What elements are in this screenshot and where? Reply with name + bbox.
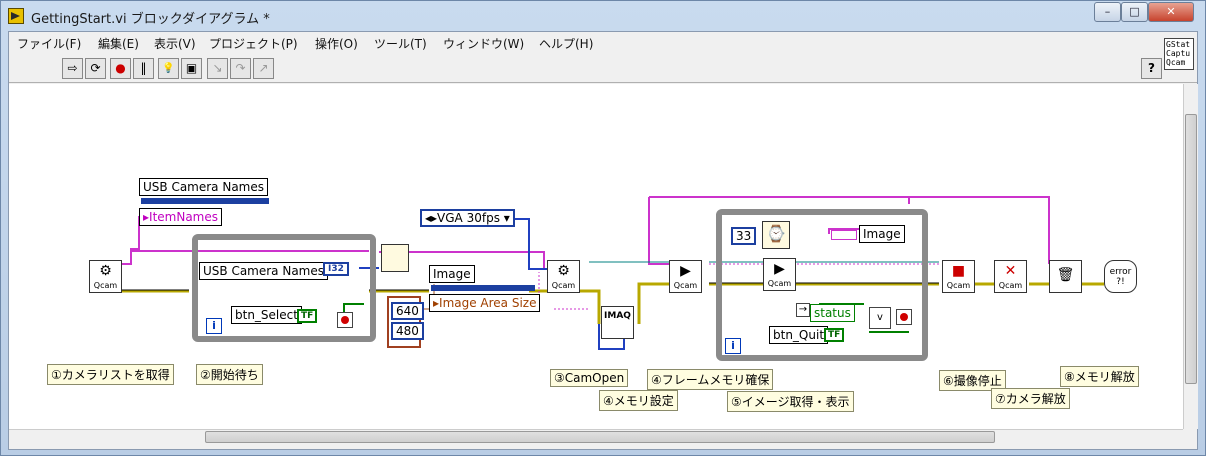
- btn-quit-terminal[interactable]: TF: [824, 328, 845, 342]
- minimize-button[interactable]: –: [1094, 2, 1121, 22]
- image-label-top[interactable]: Image: [429, 265, 475, 283]
- usb-camera-names-label[interactable]: USB Camera Names: [139, 178, 269, 196]
- abort-icon[interactable]: ●: [110, 58, 131, 79]
- window-title: GettingStart.vi ブロックダイアグラム *: [31, 12, 270, 27]
- while-loop-2[interactable]: [716, 209, 928, 361]
- btn-quit-label[interactable]: btn_Quit: [769, 326, 829, 344]
- cam-open-label: Qcam: [551, 281, 576, 290]
- step-out-icon[interactable]: ↗: [253, 58, 274, 79]
- step-into-icon[interactable]: ↘: [207, 58, 228, 79]
- run-arrow-icon[interactable]: ⇨: [62, 58, 83, 79]
- vertical-scroll-thumb[interactable]: [1185, 114, 1197, 384]
- wait-ms-constant[interactable]: 33: [731, 227, 757, 245]
- labview-app-icon[interactable]: [8, 8, 24, 24]
- stop-capture-label: Qcam: [946, 281, 971, 290]
- menu-bar: ファイル(F) 編集(E) 表示(V) プロジェクト(P) 操作(O) ツール(…: [9, 32, 1197, 53]
- qcam-list-subvi[interactable]: ⚙Qcam: [89, 260, 122, 293]
- loop-iteration-terminal-1[interactable]: i: [206, 318, 222, 334]
- frame-memory-label: Qcam: [673, 281, 698, 290]
- comment-release-memory[interactable]: ⑧メモリ解放: [1060, 366, 1139, 387]
- usb-camera-names-loop-label[interactable]: USB Camera Names: [199, 262, 329, 280]
- image-display-label[interactable]: Image: [859, 225, 905, 243]
- image-area-size-property[interactable]: ▸Image Area Size: [429, 294, 541, 312]
- title-bar[interactable]: GettingStart.vi ブロックダイアグラム * – □ ✕: [1, 1, 1205, 31]
- block-diagram-canvas[interactable]: i USB Camera Names ▸ItemNames USB Camera…: [9, 84, 1183, 429]
- stop-condition-1-icon[interactable]: [337, 312, 353, 328]
- comment-wait-start[interactable]: ②開始待ち: [196, 364, 263, 385]
- qcam-list-label: Qcam: [93, 281, 118, 290]
- horizontal-scroll-thumb[interactable]: [205, 431, 995, 443]
- client-area: ファイル(F) 編集(E) 表示(V) プロジェクト(P) 操作(O) ツール(…: [8, 31, 1198, 450]
- vga-mode-enum[interactable]: ◂▸VGA 30fps ▾: [420, 209, 515, 227]
- btn-select-label[interactable]: btn_Select: [231, 306, 302, 324]
- menu-tools[interactable]: ツール(T): [374, 37, 427, 51]
- i32-terminal[interactable]: I32: [323, 262, 349, 276]
- menu-help[interactable]: ヘルプ(H): [539, 37, 594, 51]
- usb-camera-names-bar: [141, 198, 269, 204]
- frame-memory-subvi[interactable]: ▶Qcam: [669, 260, 702, 293]
- menu-window[interactable]: ウィンドウ(W): [443, 37, 525, 51]
- context-help-button[interactable]: ?: [1141, 58, 1162, 79]
- comment-get-camera-list[interactable]: ①カメラリストを取得: [47, 364, 174, 385]
- comment-release-camera[interactable]: ⑦カメラ解放: [991, 388, 1070, 409]
- image-bar: [431, 285, 535, 291]
- while-loop-1[interactable]: [192, 234, 376, 342]
- pause-icon[interactable]: ‖: [133, 58, 154, 79]
- menu-project[interactable]: プロジェクト(P): [209, 37, 298, 51]
- toolbar: ⇨ ⟳ ● ‖ 💡 ▣ ↘ ↷ ↗ ?: [9, 53, 1197, 83]
- menu-operate[interactable]: 操作(O): [315, 37, 358, 51]
- comment-stop-capture[interactable]: ⑥撮像停止: [939, 370, 1006, 391]
- run-continuously-icon[interactable]: ⟳: [85, 58, 106, 79]
- height-constant[interactable]: 480: [391, 322, 424, 340]
- comment-frame-memory[interactable]: ④フレームメモリ確保: [647, 369, 774, 390]
- get-image-label: Qcam: [767, 279, 792, 288]
- error-handler-icon[interactable]: error ?!: [1104, 260, 1137, 293]
- release-camera-subvi[interactable]: ✕Qcam: [994, 260, 1027, 293]
- btn-select-terminal[interactable]: TF: [297, 309, 318, 323]
- menu-edit[interactable]: 編集(E): [98, 37, 139, 51]
- build-array-icon[interactable]: [381, 244, 409, 272]
- cam-open-subvi[interactable]: ⚙Qcam: [547, 260, 580, 293]
- horizontal-scrollbar[interactable]: [9, 429, 1183, 444]
- vi-connector-icon[interactable]: GStat Captu Qcam: [1164, 38, 1194, 70]
- image-display-terminal[interactable]: [831, 230, 857, 240]
- or-function-icon[interactable]: v: [869, 307, 891, 329]
- item-names-property[interactable]: ▸ItemNames: [139, 208, 222, 226]
- dispose-image-icon[interactable]: 🗑: [1049, 260, 1082, 293]
- retain-wire-values-icon[interactable]: ▣: [181, 58, 202, 79]
- vertical-scrollbar[interactable]: [1183, 84, 1198, 429]
- wires: [119, 196, 1104, 350]
- unbundle-icon[interactable]: →: [796, 303, 810, 317]
- maximize-button[interactable]: □: [1121, 2, 1148, 22]
- release-camera-label: Qcam: [998, 281, 1023, 290]
- menu-file[interactable]: ファイル(F): [17, 37, 82, 51]
- get-image-subvi[interactable]: ▶Qcam: [763, 258, 796, 291]
- vi-icon-text: GStat Captu Qcam: [1166, 40, 1191, 67]
- stop-condition-2-icon[interactable]: [896, 309, 912, 325]
- imaq-create-subvi[interactable]: IMAQ: [601, 306, 634, 339]
- menu-view[interactable]: 表示(V): [154, 37, 196, 51]
- close-button[interactable]: ✕: [1148, 2, 1194, 22]
- comment-cam-open[interactable]: ③CamOpen: [550, 369, 629, 387]
- comment-memory-setting[interactable]: ④メモリ設定: [599, 390, 678, 411]
- step-over-icon[interactable]: ↷: [230, 58, 251, 79]
- loop-iteration-terminal-2[interactable]: i: [725, 338, 741, 354]
- comment-get-display-image[interactable]: ⑤イメージ取得・表示: [727, 391, 854, 412]
- stop-capture-subvi[interactable]: ■Qcam: [942, 260, 975, 293]
- status-label[interactable]: status: [810, 304, 855, 322]
- highlight-execution-icon[interactable]: 💡: [158, 58, 179, 79]
- wait-timer-icon[interactable]: ⌚: [762, 221, 790, 249]
- width-constant[interactable]: 640: [391, 302, 424, 320]
